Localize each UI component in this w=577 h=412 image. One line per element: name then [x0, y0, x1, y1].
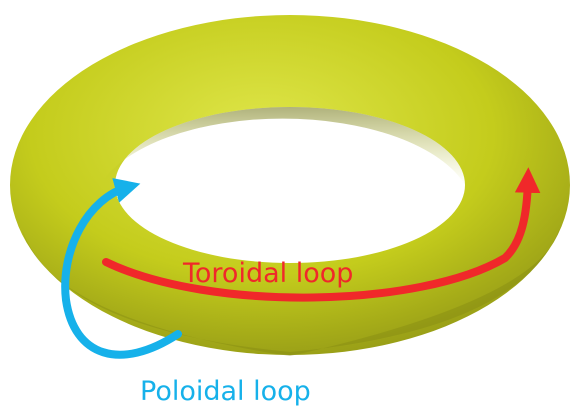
torus-shape — [10, 15, 570, 355]
poloidal-loop-arrow — [61, 178, 182, 359]
toroidal-loop-label: Toroidal loop — [182, 258, 353, 289]
toroidal-loop-arrow — [102, 167, 541, 302]
torus-inner-shadow — [100, 107, 465, 185]
poloidal-loop-label: Poloidal loop — [140, 376, 311, 407]
torus-lower-shadow — [22, 228, 560, 356]
